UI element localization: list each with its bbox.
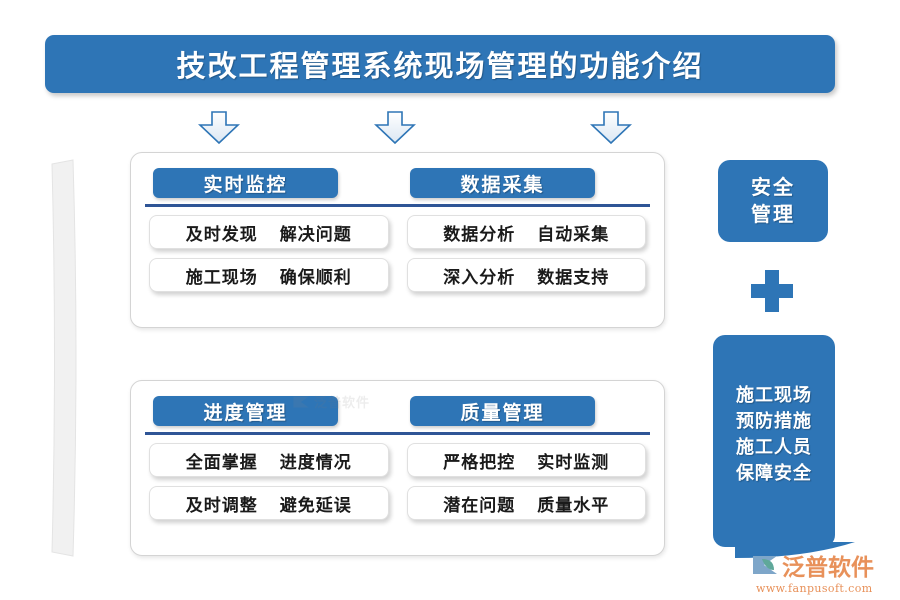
item-text-left: 及时调整 (185, 495, 258, 516)
item-text-left: 深入分析 (443, 267, 516, 288)
item-text-right: 进度情况 (279, 452, 352, 473)
item-text-left: 施工现场 (185, 267, 258, 288)
logo-url: www.fanpusoft.com (756, 582, 873, 595)
item-text-right: 避免延误 (279, 495, 352, 516)
left-spine-shape (48, 158, 82, 558)
logo-name-row: 泛普软件 (752, 548, 892, 582)
item-text-left: 及时发现 (185, 224, 258, 245)
panel-top-columns: 及时发现 解决问题 施工现场 确保顺利 数据分析 自动采集 深入分析 数据支持 (131, 207, 664, 292)
column-data-collection: 数据分析 自动采集 深入分析 数据支持 (406, 215, 646, 292)
fanpu-mark-icon (753, 556, 777, 574)
panel-bottom-headings: 进度管理 质量管理 (131, 381, 664, 426)
panel-top-headings: 实时监控 数据采集 (131, 153, 664, 198)
item-text-right: 实时监测 (537, 452, 610, 473)
heading-badge-realtime-monitoring[interactable]: 实时监控 (153, 168, 338, 198)
heading-label: 实时监控 (203, 173, 288, 196)
safety-line-2: 管理 (751, 202, 795, 226)
detail-line-4: 保障安全 (736, 463, 812, 485)
down-arrow-3 (589, 110, 633, 146)
list-item[interactable]: 潜在问题 质量水平 (406, 486, 646, 520)
panel-top-divider (145, 204, 650, 207)
panel-bottom-columns: 全面掌握 进度情况 及时调整 避免延误 严格把控 实时监测 潜在问题 质量水平 (131, 435, 664, 520)
panel-schedule-quality: 进度管理 质量管理 全面掌握 进度情况 及时调整 避免延误 严格把控 实时监测 … (130, 380, 665, 556)
item-text-left: 全面掌握 (185, 452, 258, 473)
column-quality-management: 严格把控 实时监测 潜在问题 质量水平 (406, 443, 646, 520)
item-text-left: 潜在问题 (443, 495, 516, 516)
list-item[interactable]: 及时发现 解决问题 (149, 215, 389, 249)
heading-label: 进度管理 (203, 401, 288, 424)
list-item[interactable]: 全面掌握 进度情况 (149, 443, 389, 477)
safety-line-1: 安全 (751, 175, 795, 199)
list-item[interactable]: 数据分析 自动采集 (406, 215, 646, 249)
panel-bottom-divider (145, 432, 650, 435)
item-text-right: 确保顺利 (279, 267, 352, 288)
list-item[interactable]: 施工现场 确保顺利 (149, 258, 389, 292)
item-text-right: 质量水平 (537, 495, 610, 516)
list-item[interactable]: 及时调整 避免延误 (149, 486, 389, 520)
panel-monitoring-collection: 实时监控 数据采集 及时发现 解决问题 施工现场 确保顺利 数据分析 自动采集 … (130, 152, 665, 328)
heading-badge-schedule-management[interactable]: 进度管理 (153, 396, 338, 426)
down-arrow-2 (373, 110, 417, 146)
logo-name: 泛普软件 (782, 555, 874, 581)
item-text-right: 数据支持 (537, 267, 610, 288)
detail-line-2: 预防措施 (736, 410, 812, 432)
detail-line-1: 施工现场 (736, 384, 812, 406)
plus-icon (748, 267, 796, 315)
heading-badge-quality-management[interactable]: 质量管理 (410, 396, 595, 426)
item-text-left: 数据分析 (443, 224, 516, 245)
list-item[interactable]: 深入分析 数据支持 (406, 258, 646, 292)
list-item[interactable]: 严格把控 实时监测 (406, 443, 646, 477)
safety-detail-card[interactable]: 施工现场 预防措施 施工人员 保障安全 (713, 335, 835, 547)
down-arrow-1 (197, 110, 241, 146)
heading-label: 质量管理 (460, 401, 545, 424)
item-text-right: 解决问题 (279, 224, 352, 245)
column-schedule-management: 全面掌握 进度情况 及时调整 避免延误 (149, 443, 389, 520)
column-realtime-monitoring: 及时发现 解决问题 施工现场 确保顺利 (149, 215, 389, 292)
item-text-right: 自动采集 (537, 224, 610, 245)
detail-line-3: 施工人员 (736, 437, 812, 458)
page-title-banner: 技改工程管理系统现场管理的功能介绍 (45, 35, 835, 93)
safety-management-label: 安全 管理 (751, 174, 795, 228)
safety-management-card[interactable]: 安全 管理 (718, 160, 828, 242)
safety-detail-label: 施工现场 预防措施 施工人员 保障安全 (736, 383, 812, 487)
brand-logo[interactable]: 泛普软件 www.fanpusoft.com (752, 548, 892, 595)
heading-badge-data-collection[interactable]: 数据采集 (410, 168, 595, 198)
heading-label: 数据采集 (460, 173, 545, 196)
page-title: 技改工程管理系统现场管理的功能介绍 (176, 49, 704, 83)
item-text-left: 严格把控 (443, 452, 516, 473)
logo-swoosh-decoration (735, 542, 900, 564)
